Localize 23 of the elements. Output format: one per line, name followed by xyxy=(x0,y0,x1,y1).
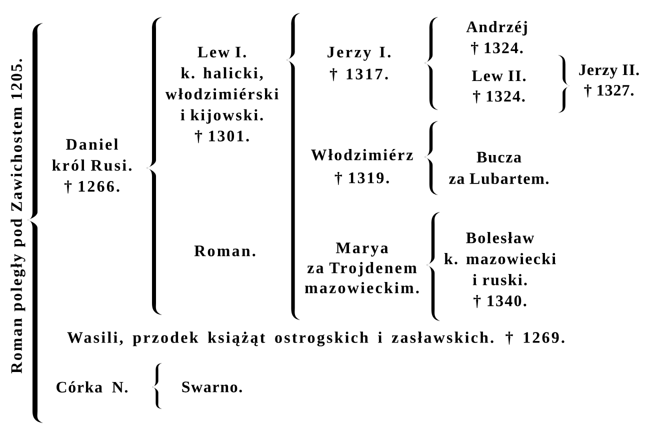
person-label: Jerzy I. † 1317. xyxy=(328,46,390,82)
person-label: Marya za Trojdenem mazowieckim. xyxy=(305,242,419,294)
person-label: Lew II. † 1324. xyxy=(472,70,526,104)
curly-brace xyxy=(424,121,438,195)
curly-brace xyxy=(152,363,162,409)
curly-brace xyxy=(424,17,438,110)
person-label: Roman. xyxy=(194,246,256,256)
person-label: Swarno. xyxy=(182,382,242,392)
person-label: Córka N. xyxy=(56,381,128,393)
person-label: Bolesław k. mazowiecki i ruski. † 1340. xyxy=(444,232,556,308)
curly-brace xyxy=(27,23,43,423)
person-label: Daniel król Rusi. † 1266. xyxy=(52,138,132,194)
person-label: Roman poległy pod Zawichostem 1205. xyxy=(10,59,26,374)
person-label: Jerzy II. † 1327. xyxy=(579,64,639,98)
person-label: Lew I. k. halicki, włodzimiérski i kijowski. † 1301. xyxy=(165,46,278,144)
curly-brace xyxy=(146,17,162,315)
curly-brace xyxy=(286,13,300,320)
curly-brace xyxy=(558,55,570,113)
person-label: Andrzéj † 1324. xyxy=(466,21,527,55)
person-label: Włodzimiérz † 1319. xyxy=(311,149,413,185)
person-label: Wasili, przodek książąt ostrogskich i zasławskich. † 1269. xyxy=(67,332,564,346)
person-label: Bucza za Lubartem. xyxy=(449,152,548,184)
curly-brace xyxy=(426,212,440,321)
